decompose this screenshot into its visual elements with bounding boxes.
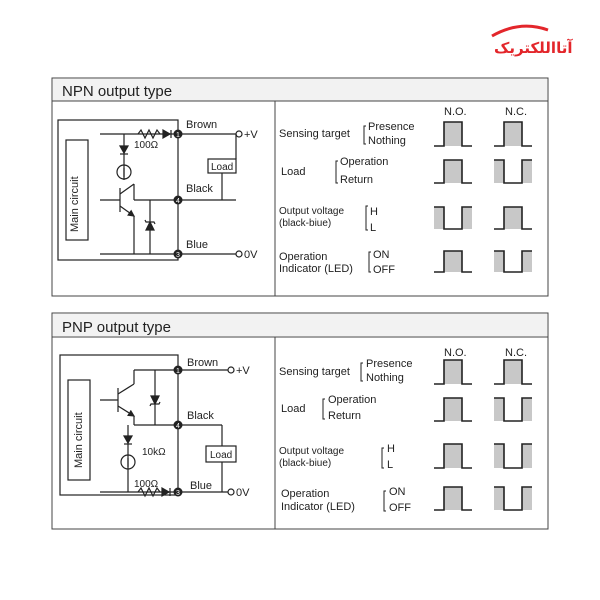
npn-row-state-lo: Return: [340, 174, 373, 186]
pnp-waveform-no: [434, 359, 472, 385]
npn-row-label: Sensing target: [279, 128, 350, 140]
npn-black-label: Black: [186, 183, 213, 195]
pnp-row-label: Load: [281, 403, 305, 415]
npn-row-label: (black-biue): [279, 218, 331, 229]
pnp-row-state-hi: ON: [389, 486, 406, 498]
pnp-waveform-no: [434, 486, 472, 511]
npn-row-state-hi: Presence: [368, 121, 414, 133]
npn-row-state-lo: L: [370, 222, 376, 234]
pnp-col-nc: N.C.: [505, 347, 527, 359]
npn-row-label: Output voltage: [279, 206, 344, 217]
pnp-row-label: Sensing target: [279, 366, 350, 378]
pnp-circuit: [59, 354, 237, 498]
pnp-supply-neg: 0V: [236, 487, 250, 499]
npn-blue-label: Blue: [186, 239, 208, 251]
npn-row-state-hi: Operation: [340, 156, 388, 168]
npn-waveform-no: [434, 159, 472, 184]
npn-title: NPN output type: [62, 83, 172, 100]
pnp-waveform-no: [434, 443, 472, 469]
pnp-pin-3: [173, 487, 183, 497]
pnp-row-state-lo: Return: [328, 410, 361, 422]
pnp-pin-3-label: 3: [176, 490, 180, 497]
pnp-row-label: Operation: [281, 488, 329, 500]
pnp-main-circuit-label: Main circuit: [73, 412, 85, 468]
pnp-title: PNP output type: [62, 319, 171, 336]
npn-waveform-nc: [494, 206, 532, 230]
npn-row-state-lo: Nothing: [368, 135, 406, 147]
npn-resistor-label: 100Ω: [134, 140, 159, 151]
npn-panel: NPN output type: [51, 77, 549, 297]
pnp-waveform-nc: [494, 486, 532, 511]
pnp-pin-4: [173, 420, 183, 430]
npn-brown-label: Brown: [186, 119, 217, 131]
pnp-waveform-nc: [494, 443, 532, 469]
npn-circuit: [57, 119, 243, 261]
pnp-brown-label: Brown: [187, 357, 218, 369]
npn-supply-pos: +V: [244, 129, 258, 141]
pnp-pin-4-label: 4: [176, 423, 180, 430]
pnp-row-state-hi: Operation: [328, 394, 376, 406]
npn-pin-4: [173, 195, 183, 205]
pnp-waveform-nc: [494, 397, 532, 422]
npn-pin-3-label: 3: [176, 252, 180, 259]
npn-timing: N.O. N.C. Sensing target Presence Nothin…: [279, 106, 532, 276]
logo-text: آتااللکتریک: [494, 39, 573, 57]
npn-waveform-nc: [494, 250, 532, 273]
pnp-col-no: N.O.: [444, 347, 467, 359]
npn-row-state-hi: ON: [373, 249, 390, 261]
npn-row-label: Operation: [279, 251, 327, 263]
npn-pin-1: [173, 129, 183, 139]
pnp-load-label: Load: [210, 450, 232, 461]
pnp-row-label: Indicator (LED): [281, 501, 355, 513]
pnp-pin-1: [173, 365, 183, 375]
npn-pin-4-label: 4: [176, 198, 180, 205]
pnp-resistor-label: 100Ω: [134, 479, 159, 490]
pnp-row-state-lo: OFF: [389, 502, 411, 514]
npn-pin-1-label: 1: [176, 132, 180, 139]
pnp-black-label: Black: [187, 410, 214, 422]
npn-waveform-no: [434, 206, 472, 230]
pnp-pin-1-label: 1: [176, 368, 180, 375]
pnp-waveform-no: [434, 397, 472, 422]
pnp-row-state-lo: L: [387, 459, 393, 471]
pnp-waveform-nc: [494, 359, 532, 385]
npn-col-nc: N.C.: [505, 106, 527, 118]
npn-waveform-no: [434, 250, 472, 273]
npn-row-state-lo: OFF: [373, 264, 395, 276]
npn-row-label: Indicator (LED): [279, 263, 353, 275]
pnp-resistor-top-label: 10kΩ: [142, 447, 166, 458]
brand-logo: آتااللکتریک: [491, 24, 573, 57]
npn-row-label: Load: [281, 166, 305, 178]
npn-supply-neg: 0V: [244, 249, 258, 261]
npn-main-circuit-label: Main circuit: [69, 176, 81, 232]
pnp-panel: PNP output type: [51, 312, 549, 530]
pnp-supply-pos: +V: [236, 365, 250, 377]
pnp-row-label: Output voltage: [279, 446, 344, 457]
npn-waveform-nc: [494, 121, 532, 147]
npn-pin-3: [173, 249, 183, 259]
pnp-row-state-hi: H: [387, 443, 395, 455]
pnp-row-state-hi: Presence: [366, 358, 412, 370]
npn-waveform-no: [434, 121, 472, 147]
pnp-timing: N.O. N.C. Sensing target Presence Nothin…: [279, 347, 532, 514]
pnp-row-state-lo: Nothing: [366, 372, 404, 384]
npn-row-state-hi: H: [370, 206, 378, 218]
npn-col-no: N.O.: [444, 106, 467, 118]
pnp-blue-label: Blue: [190, 480, 212, 492]
npn-waveform-nc: [494, 159, 532, 184]
pnp-row-label: (black-biue): [279, 458, 331, 469]
npn-load-label: Load: [211, 162, 233, 173]
